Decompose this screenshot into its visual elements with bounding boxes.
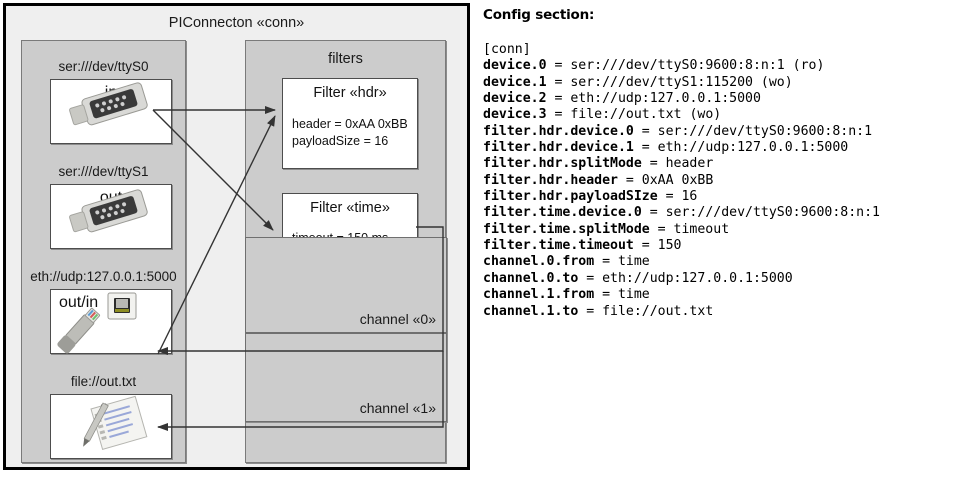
config-panel: Config section: [conn]device.0 = ser:///… [483,0,964,484]
device-label-ttyS1: ser:///dev/ttyS1 [58,164,149,179]
device-label-ttyS0: ser:///dev/ttyS0 [58,59,149,74]
config-line: filter.hdr.device.0 = ser:///dev/ttyS0:9… [483,123,873,139]
config-line: device.2 = eth://udp:127.0.0.1:5000 [483,91,761,107]
config-heading: Config section: [483,7,595,23]
channel-frame-0: channel «0» [245,237,447,333]
config-line: device.0 = ser:///dev/ttyS0:9600:8:n:1 (… [483,58,825,74]
group-filters-title: filters [328,51,363,67]
device-box-file[interactable]: out [50,394,172,459]
device-direction-outin-2: out/in [59,294,99,311]
serial-port-icon [69,82,148,126]
group-filters: filters Filter «hdr» header = 0xAA 0xBB … [245,40,447,463]
config-text: [conn]device.0 = ser:///dev/ttyS0:9600:8… [483,42,880,320]
device-label-eth: eth://udp:127.0.0.1:5000 [30,269,177,284]
group-devices: ser:///dev/ttyS0 in [21,40,186,463]
filter-attr-hdr-payload: payloadSize = 16 [292,134,389,148]
device-label-file: file://out.txt [70,374,137,389]
filter-box-hdr[interactable]: Filter «hdr» header = 0xAA 0xBB payloadS… [282,78,418,169]
text-file-icon [83,395,148,450]
diagram-panel: PIConnecton «conn» ser:///dev/ttyS0 in [3,3,470,470]
config-line: filter.hdr.header = 0xAA 0xBB [483,172,714,188]
filter-title-hdr: Filter «hdr» [313,85,387,101]
config-line: channel.1.to = file://out.txt [483,303,714,319]
device-box-ttyS1[interactable]: out [50,184,172,249]
device-box-eth[interactable]: out/in [50,289,172,354]
ethernet-jack-icon [57,292,137,354]
channel-label-1: channel «1» [359,400,436,416]
config-line: device.3 = file://out.txt (wo) [483,107,722,123]
config-line: channel.1.from = time [483,287,650,303]
config-line: filter.time.device.0 = ser:///dev/ttyS0:… [483,205,880,221]
config-line: filter.time.timeout = 150 [483,238,682,254]
filter-title-time: Filter «time» [310,200,390,216]
config-line: channel.0.from = time [483,254,650,270]
config-line: [conn] [483,42,531,57]
config-line: channel.0.to = eth://udp:127.0.0.1:5000 [483,270,793,286]
config-line: device.1 = ser:///dev/ttyS1:115200 (wo) [483,74,793,90]
filter-attr-hdr-header: header = 0xAA 0xBB [292,117,408,131]
diagram-title: PIConnecton «conn» [168,15,305,31]
config-line: filter.hdr.splitMode = header [483,156,714,172]
config-line: filter.hdr.device.1 = eth://udp:127.0.0.… [483,140,849,156]
channel-label-0: channel «0» [359,311,436,327]
device-box-ttyS0[interactable]: in [50,79,172,144]
channel-frame-1: channel «1» [245,333,447,422]
config-line: filter.time.splitMode = timeout [483,221,730,237]
config-line: filter.hdr.payloadSIze = 16 [483,189,698,205]
serial-port-icon [69,189,148,233]
